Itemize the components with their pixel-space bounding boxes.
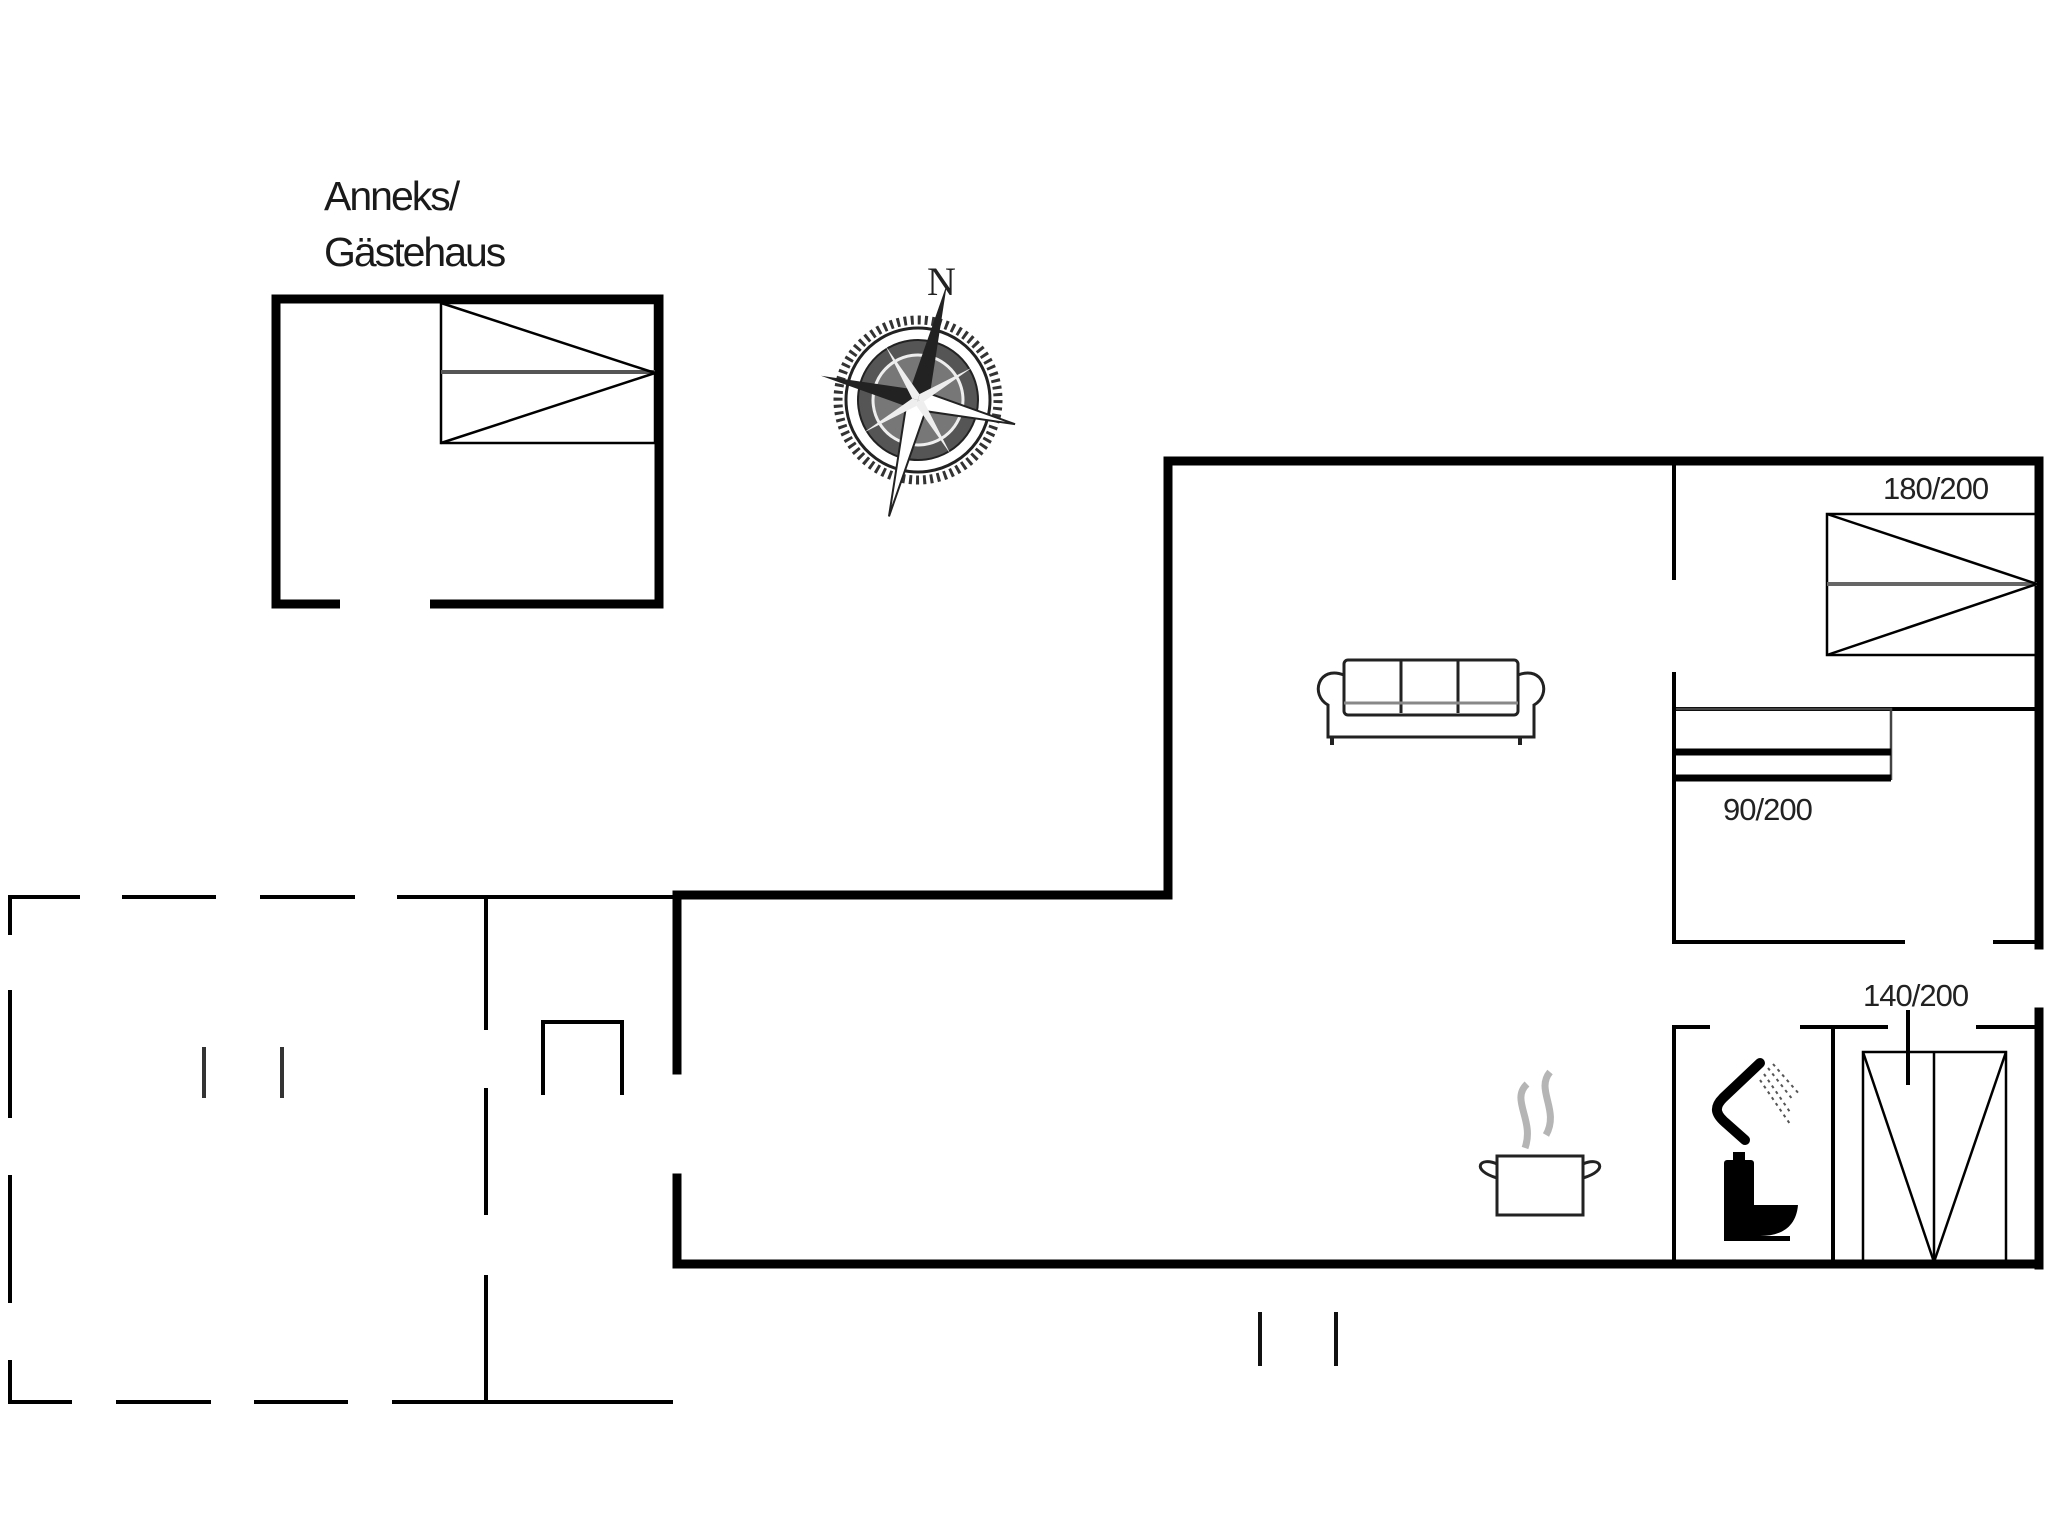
sofa-icon — [1316, 658, 1546, 745]
bed-180-icon — [1825, 512, 2039, 657]
bed-label-180: 180/200 — [1883, 471, 1989, 506]
toilet-icon — [1724, 1152, 1798, 1241]
bed-label-140: 140/200 — [1863, 978, 1969, 1013]
annex-title-line2: Gästehaus — [324, 229, 506, 275]
compass-icon — [820, 283, 1016, 517]
shower-icon — [1711, 1058, 1801, 1145]
bed-140-icon — [1861, 1010, 2008, 1264]
annex-title-line1: Anneks/ — [324, 173, 460, 219]
entrance-steps — [1258, 1312, 1338, 1366]
annex-title: Anneks/ Gästehaus — [324, 168, 506, 280]
bed-label-90: 90/200 — [1723, 792, 1813, 827]
carport-outline — [8, 895, 673, 1404]
main-house-walls — [672, 456, 2044, 1270]
internal-walls — [1672, 461, 2039, 1264]
cooking-pot-icon — [1478, 1069, 1602, 1217]
annex-bed-icon — [439, 301, 657, 445]
compass-north-label: N — [927, 259, 956, 304]
bed-90-icon — [1676, 707, 1893, 782]
annex-building — [271, 294, 664, 609]
